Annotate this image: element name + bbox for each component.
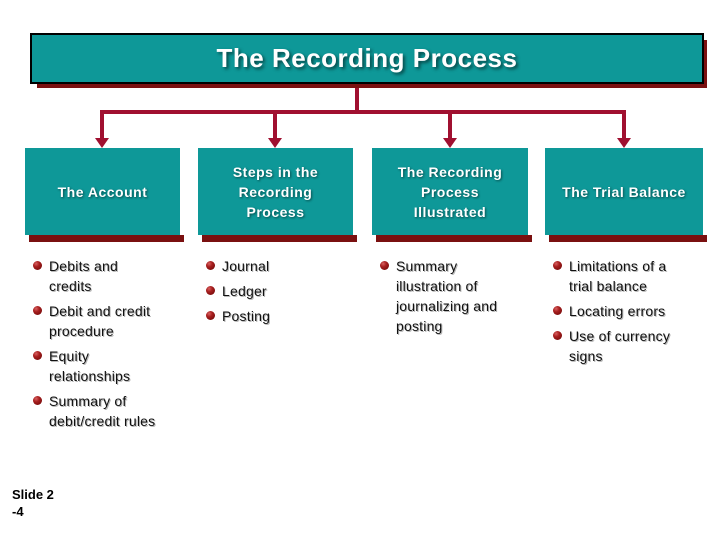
list-item: Ledger — [198, 281, 359, 301]
list-item-text: Summary illustration of journalizing and… — [396, 258, 498, 334]
list-item-text: Equity relationships — [49, 348, 131, 384]
list-item: Equity relationships — [25, 346, 186, 386]
header-box-shadow — [29, 235, 184, 242]
bullet-sphere-icon — [33, 261, 42, 270]
bullet-list: Debits and credits Debit and credit proc… — [25, 242, 186, 436]
list-item: Summary of debit/credit rules — [25, 391, 186, 431]
header-box-trial-balance: The Trial Balance — [545, 148, 703, 235]
slide-title: The Recording Process — [216, 43, 518, 73]
arrowhead-icon — [617, 138, 631, 148]
list-item: Locating errors — [545, 301, 709, 321]
list-item-text: Use of currency signs — [569, 328, 671, 364]
bullet-sphere-icon — [33, 351, 42, 360]
connector-drop-2 — [273, 112, 277, 140]
bullet-sphere-icon — [33, 396, 42, 405]
header-box-shadow — [202, 235, 357, 242]
header-label: Steps in the Recording Process — [232, 163, 319, 220]
bullet-sphere-icon — [380, 261, 389, 270]
list-item-text: Ledger — [222, 283, 267, 299]
list-item-text: Debit and credit procedure — [49, 303, 151, 339]
connector-drop-3 — [448, 112, 452, 140]
title-box: The Recording Process — [30, 33, 704, 84]
header-box-shadow — [376, 235, 532, 242]
list-item: Debits and credits — [25, 256, 186, 296]
bullet-sphere-icon — [206, 311, 215, 320]
bullet-sphere-icon — [33, 306, 42, 315]
list-item: Posting — [198, 306, 359, 326]
list-item: Summary illustration of journalizing and… — [372, 256, 534, 336]
bullet-list: Limitations of a trial balance Locating … — [545, 242, 709, 371]
list-item: Debit and credit procedure — [25, 301, 186, 341]
list-item: Limitations of a trial balance — [545, 256, 709, 296]
header-label: The Account — [57, 183, 148, 200]
bullet-sphere-icon — [206, 286, 215, 295]
header-box-shadow — [549, 235, 707, 242]
slide-number: Slide 2 -4 — [12, 487, 54, 519]
list-item-text: Debits and credits — [49, 258, 118, 294]
header-label: The Recording Process Illustrated — [397, 163, 503, 220]
connector-drop-4 — [622, 112, 626, 140]
arrowhead-icon — [443, 138, 457, 148]
connector-horizontal-line — [100, 110, 626, 114]
bullet-sphere-icon — [206, 261, 215, 270]
header-box-the-account: The Account — [25, 148, 180, 235]
header-label: The Trial Balance — [562, 183, 686, 200]
list-item-text: Limitations of a trial balance — [569, 258, 667, 294]
bullet-sphere-icon — [553, 261, 562, 270]
list-item: Journal — [198, 256, 359, 276]
header-box-steps: Steps in the Recording Process — [198, 148, 353, 235]
header-box-illustrated: The Recording Process Illustrated — [372, 148, 528, 235]
list-item-text: Summary of debit/credit rules — [49, 393, 156, 429]
arrowhead-icon — [268, 138, 282, 148]
connector-drop-1 — [100, 112, 104, 140]
list-item-text: Locating errors — [569, 303, 666, 319]
bullet-list: Summary illustration of journalizing and… — [372, 242, 534, 341]
bullet-sphere-icon — [553, 306, 562, 315]
list-item: Use of currency signs — [545, 326, 709, 366]
bullet-list: Journal Ledger Posting — [198, 242, 359, 331]
connector-stem — [355, 88, 359, 112]
arrowhead-icon — [95, 138, 109, 148]
bullet-sphere-icon — [553, 331, 562, 340]
list-item-text: Journal — [222, 258, 270, 274]
list-item-text: Posting — [222, 308, 271, 324]
